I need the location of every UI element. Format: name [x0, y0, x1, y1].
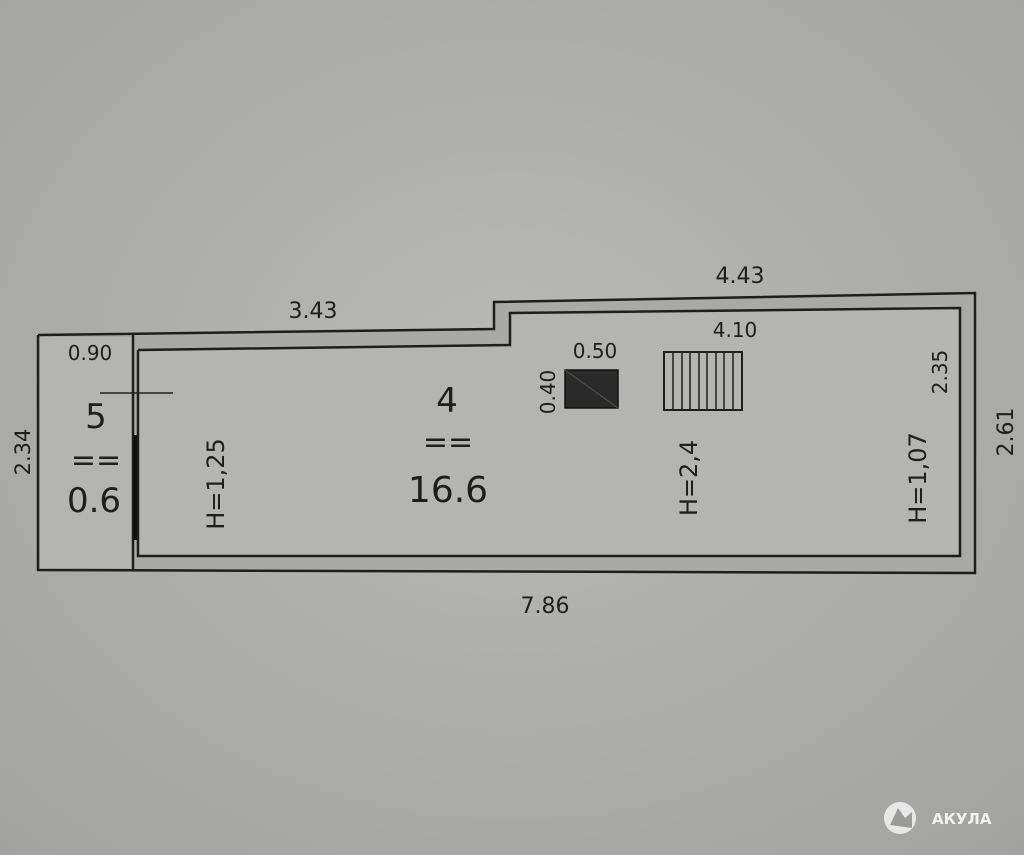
- height-label-right: H=1,07: [904, 432, 932, 524]
- room-4-separator: ==: [423, 425, 473, 460]
- watermark: АКУЛА: [884, 802, 992, 834]
- column-diagonal: [564, 369, 619, 409]
- dim-room5-height: 2.34: [11, 429, 35, 476]
- dim-inner-top: 4.10: [713, 318, 758, 342]
- room-4-number: 4: [436, 381, 458, 421]
- room-4-area: 16.6: [408, 470, 488, 511]
- dim-room5-width: 0.90: [68, 341, 113, 365]
- dim-right-outer: 2.61: [994, 408, 1019, 457]
- room-5-number: 5: [85, 397, 107, 437]
- inner-wall: [136, 306, 962, 558]
- dim-bottom: 7.86: [521, 594, 570, 619]
- room-5-area: 0.6: [67, 481, 121, 521]
- room-5-separator: ==: [71, 443, 121, 478]
- dim-top-left: 3.43: [289, 299, 338, 324]
- dim-top-right: 4.43: [716, 264, 765, 289]
- stairs: [663, 351, 743, 411]
- height-label-left: H=1,25: [202, 438, 230, 530]
- dim-column-width: 0.50: [573, 339, 618, 363]
- dim-right-inner: 2.35: [928, 350, 952, 395]
- watermark-text: АКУЛА: [932, 810, 992, 828]
- height-label-middle: H=2,4: [675, 440, 703, 516]
- dim-column-depth: 0.40: [536, 370, 560, 415]
- room-5-area: [40, 337, 133, 568]
